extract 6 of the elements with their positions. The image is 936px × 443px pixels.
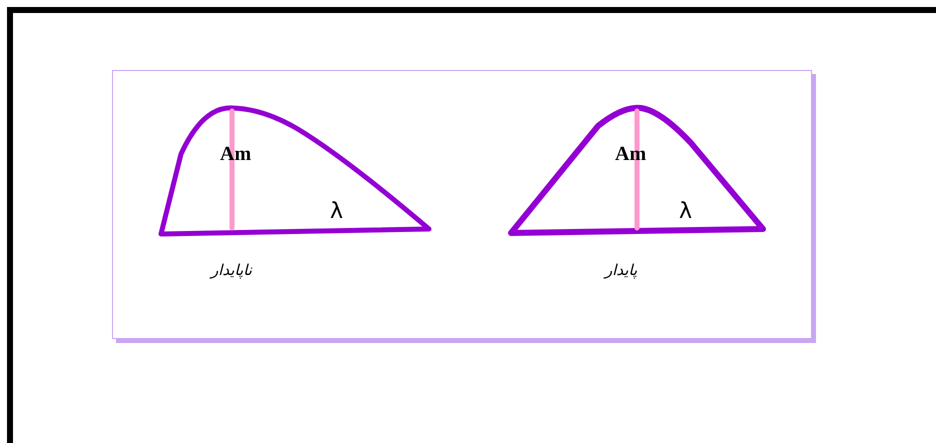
amplitude-label: Am (220, 143, 252, 166)
amplitude-label: Am (615, 143, 646, 166)
wave-caption: پایدار (605, 261, 638, 279)
wavelength-label: λ (679, 199, 692, 224)
wavelength-label: λ (330, 199, 344, 224)
wave-caption: ناپایدار (211, 261, 252, 279)
